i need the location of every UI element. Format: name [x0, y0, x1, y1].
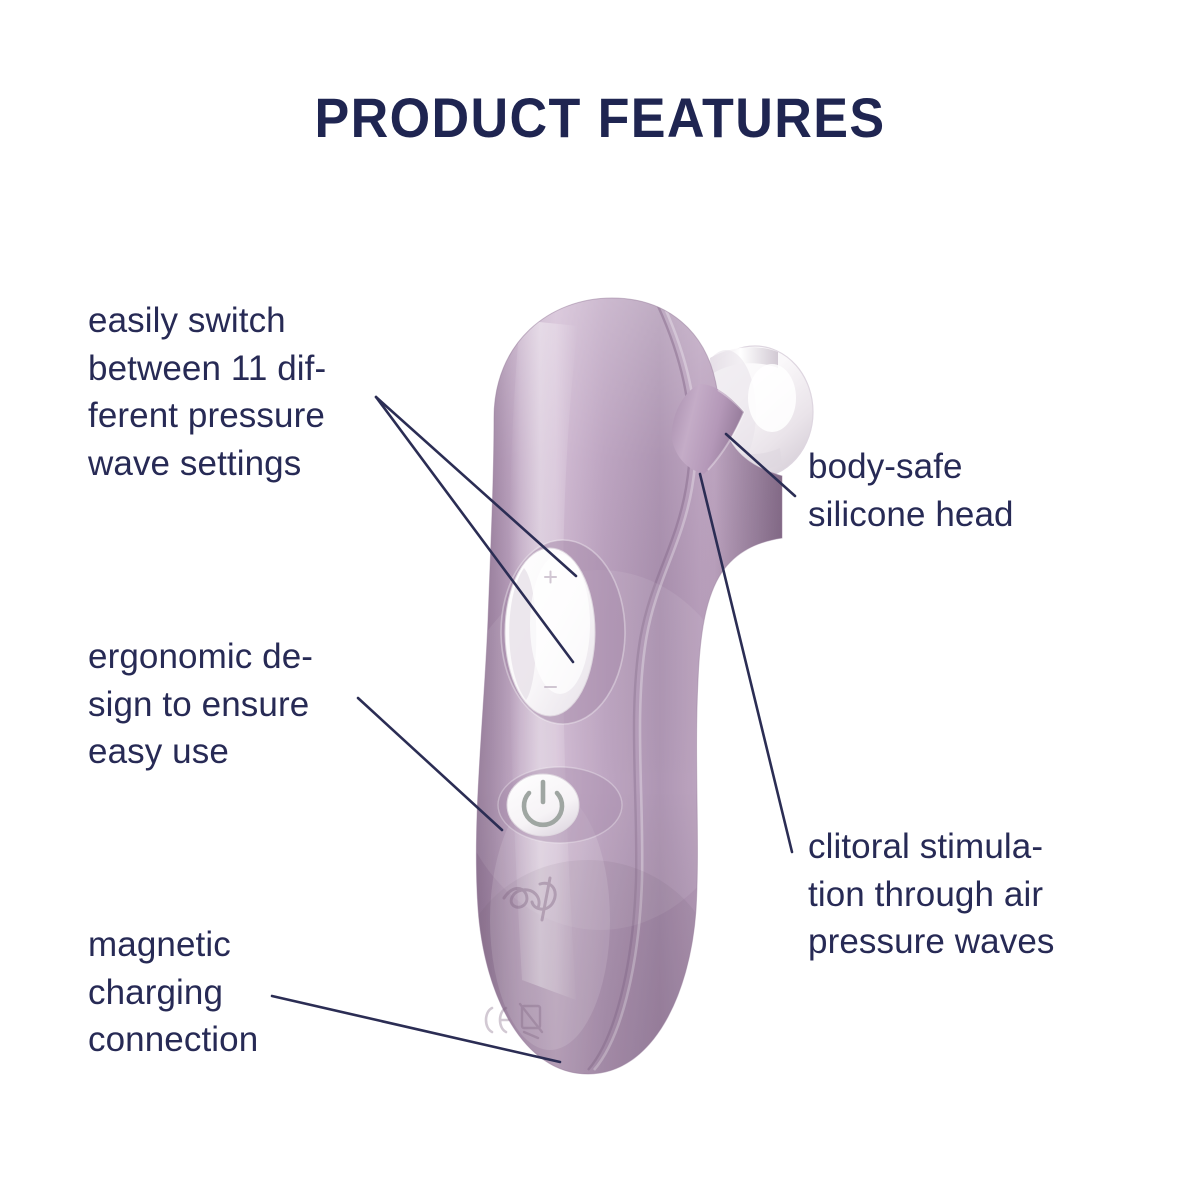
product-nozzle — [671, 384, 746, 474]
callout-label-ergonomic: ergonomic de- sign to ensure easy use — [88, 637, 314, 772]
callout-label-magnetic: magnetic charging connection — [88, 925, 259, 1060]
product-svg — [475, 297, 814, 1075]
callout-label-settings: easily switch between 11 dif- ferent pre… — [88, 301, 327, 483]
power-icon — [521, 779, 565, 828]
power-button[interactable] — [497, 766, 623, 844]
callout-label-silicone-head: body-safe silicone head — [808, 447, 1014, 534]
brand-logo-emboss — [502, 876, 557, 922]
product-illustration — [400, 280, 840, 1100]
intensity-decrease-mark[interactable] — [544, 686, 557, 688]
intensity-button[interactable] — [500, 539, 626, 725]
callout-label-clitoral: clitoral stimula- tion through air press… — [808, 827, 1055, 962]
page-title: PRODUCT FEATURES — [314, 86, 886, 149]
